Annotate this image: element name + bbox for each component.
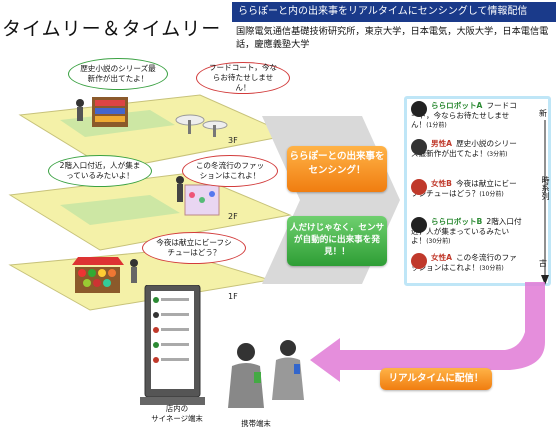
delivery-arrow bbox=[310, 282, 545, 382]
deliver-label: リアルタイムに配信！ bbox=[380, 368, 492, 390]
signage-terminal bbox=[140, 285, 205, 405]
organizations: 国際電気通信基礎技術研究所，東京大学，日本電気，大阪大学，日本電信電話，慶應義塾… bbox=[236, 26, 549, 50]
bubble-2f-fashion: この冬流行のファッションはこれよ！ bbox=[182, 155, 278, 187]
entry-text: 今夜は献立にビーフシチューはどう？ bbox=[411, 179, 517, 198]
axis-old-label: 古 bbox=[539, 259, 547, 268]
axis-new-label: 新 bbox=[539, 109, 547, 118]
bubble-1f-beefstew: 今夜は献立にビーフシチューはどう？ bbox=[142, 232, 246, 264]
sensing-label: ららぽーとの出来事をセンシング！ bbox=[287, 146, 387, 192]
entry-time: (1分前) bbox=[426, 122, 447, 130]
entry-text: フードコート，今ならお待たせしません！ bbox=[411, 101, 517, 130]
page-title: タイムリー＆タイムリー bbox=[2, 18, 222, 40]
entry-author: 男性A bbox=[431, 139, 453, 148]
entry-time: (3分前) bbox=[486, 150, 508, 158]
robot-icon bbox=[411, 217, 427, 233]
bubble-3f-books: 歴史小説のシリーズ最新作が出てたよ！ bbox=[68, 58, 168, 90]
discover-label: 人だけじゃなく，センサが自動的に出来事を発見！！ bbox=[287, 216, 387, 266]
entry-author: ららロボットB bbox=[431, 217, 483, 226]
female-avatar-icon bbox=[411, 179, 427, 195]
time-arrow bbox=[541, 120, 549, 285]
entry-text: 2階入口付近，人が集まっているみたいよ！ bbox=[411, 217, 522, 246]
entry-author: ららロボットA bbox=[431, 101, 483, 110]
female-avatar-icon bbox=[411, 253, 427, 269]
entry-author: 女性B bbox=[431, 179, 452, 188]
entry-text: 歴史小説のシリーズ最新作が出てたよ！ bbox=[411, 139, 517, 158]
entry-text: この冬流行のファッションはこれよ！ bbox=[411, 253, 517, 272]
male-avatar-icon bbox=[411, 139, 427, 155]
entry-time: (10分前) bbox=[479, 190, 504, 198]
mobile-users bbox=[228, 340, 304, 408]
bubble-3f-foodcourt: フードコート，今ならお待たせしません！ bbox=[196, 62, 290, 94]
subtitle-banner: ららぽーと内の出来事をリアルタイムにセンシングして情報配信 bbox=[232, 2, 556, 22]
mobile-caption: 携帯端末 bbox=[241, 419, 271, 428]
floor-label-2f: 2F bbox=[228, 212, 238, 221]
floor-label-3f: 3F bbox=[228, 136, 238, 145]
robot-icon bbox=[411, 101, 427, 117]
signage-caption: 店内の サイネージ端末 bbox=[151, 404, 203, 423]
entry-author: 女性A bbox=[431, 253, 453, 262]
entry-time: (30分前) bbox=[426, 238, 451, 246]
floor-illustration bbox=[8, 94, 292, 311]
floor-label-1f: 1F bbox=[228, 292, 238, 301]
bubble-2f-crowd: 2階入口付近，人が集まっているみたいよ！ bbox=[48, 155, 152, 187]
entry-time: (30分前) bbox=[479, 264, 504, 272]
